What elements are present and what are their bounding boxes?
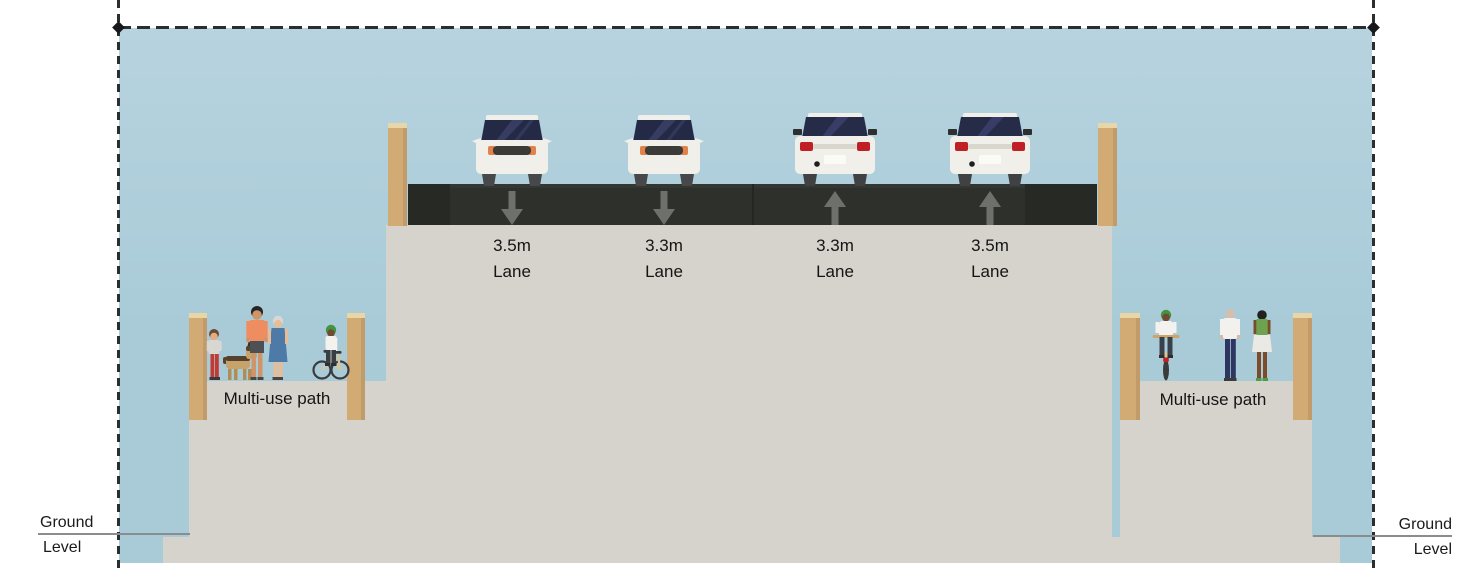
cyclist-icon <box>1152 309 1180 381</box>
right-path-post-inner <box>1120 313 1140 420</box>
adult-walking-icon <box>246 306 268 380</box>
right-path-label: Multi-use path <box>1159 390 1267 409</box>
road-edge-right <box>1025 184 1097 225</box>
traffic-direction-down-arrow <box>501 191 523 225</box>
left-path-post-inner <box>347 313 365 420</box>
carriageway-seam <box>752 184 754 225</box>
traffic-direction-down-arrow <box>653 191 675 225</box>
road-barrier-post-left <box>388 123 407 226</box>
boundary-line-left <box>117 0 120 568</box>
left-path-label: Multi-use path <box>223 389 331 408</box>
car-front-icon <box>624 115 704 186</box>
road-edge-left <box>408 184 450 225</box>
right-path-post-outer <box>1293 313 1312 420</box>
bridge-pier <box>386 225 1112 563</box>
child-walking-icon <box>206 329 222 380</box>
ground-level-line-left <box>38 533 190 535</box>
cyclist-icon <box>312 324 350 380</box>
traffic-direction-up-arrow <box>979 191 1001 225</box>
boundary-line-right <box>1372 0 1375 568</box>
ground-level-label-left-top: Ground <box>40 514 94 531</box>
car-rear-icon <box>948 113 1032 186</box>
car-rear-icon <box>793 113 877 186</box>
traffic-direction-up-arrow <box>824 191 846 225</box>
adult-walking-icon <box>1252 310 1272 381</box>
ground-level-label-right-bottom: Level <box>1413 541 1452 558</box>
ground-level-label-left-bottom: Level <box>43 539 82 556</box>
ground-level-line-right <box>1313 535 1452 537</box>
ground-level-label-right-top: Ground <box>1398 516 1452 533</box>
car-front-icon <box>472 115 552 186</box>
road-barrier-post-right <box>1098 123 1117 226</box>
right-path-platform <box>1120 381 1312 563</box>
left-path-post-outer <box>189 313 207 420</box>
adult-walking-icon <box>1220 309 1240 381</box>
adult-walking-icon <box>268 315 288 380</box>
boundary-line-top <box>118 26 1373 29</box>
pedestrian-group-right <box>1152 309 1272 381</box>
pedestrian-group-left <box>206 306 350 380</box>
footing <box>163 537 1340 563</box>
